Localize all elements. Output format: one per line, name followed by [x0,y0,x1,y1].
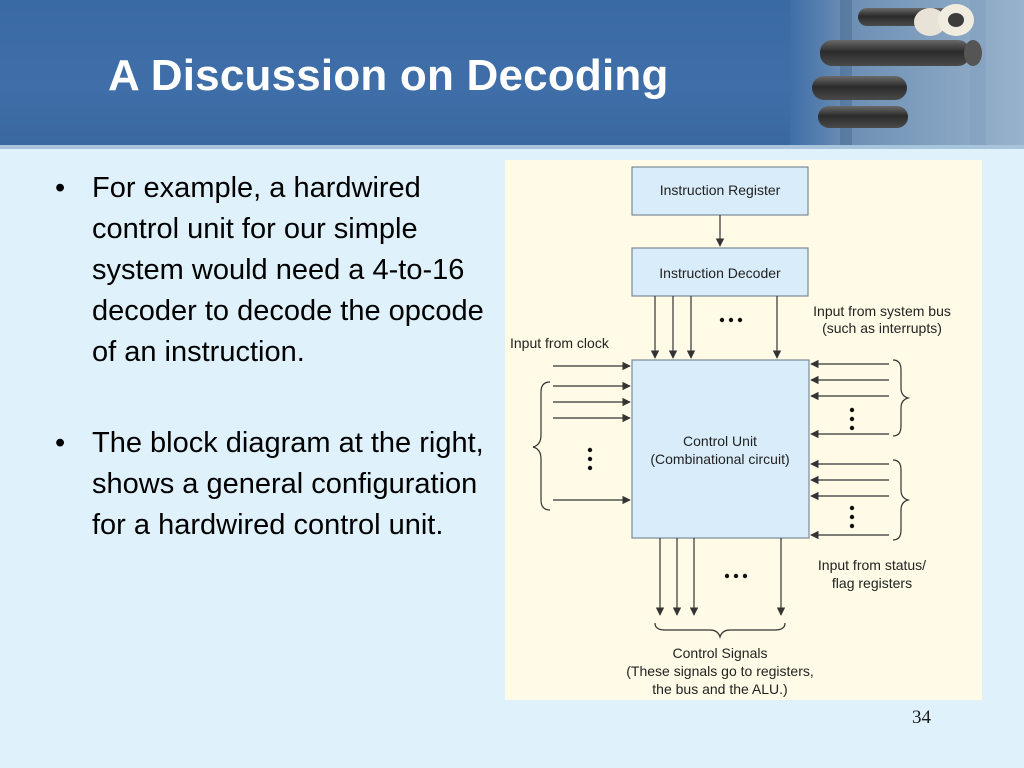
control-signals-sublabel: (These signals go to registers, [626,663,814,679]
control-signals-brace [654,622,786,640]
control-signals-sublabel: the bus and the ALU.) [652,681,787,697]
bullet-item: • The block diagram at the right, shows a… [55,423,485,546]
instruction-register-box [631,166,809,216]
system-bus-brace [892,359,911,437]
control-unit-box [631,359,810,539]
ellipsis-dots [719,317,743,323]
status-input-brace [892,459,911,541]
page-number: 34 [912,707,931,728]
bullet-text: For example, a hardwired control unit fo… [92,172,484,368]
instruction-register-label: Instruction Register [660,182,781,198]
diagram-canvas: Instruction Register Instruction Decoder… [510,166,951,697]
header-divider [0,145,1024,149]
bullet-item: • For example, a hardwired control unit f… [55,168,485,373]
bullet-marker: • [55,427,66,459]
control-unit-diagram: Instruction Register Instruction Decoder… [505,160,982,700]
slide-title: A Discussion on Decoding [108,51,669,100]
control-signals-label: Control Signals [673,645,768,661]
system-bus-input-label: Input from system bus [813,303,951,319]
clock-input-label: Input from clock [510,335,610,351]
bullet-list: • For example, a hardwired control unit f… [55,168,485,596]
system-bus-input-sublabel: (such as interrupts) [822,320,942,336]
left-input-brace [532,381,551,511]
control-unit-sublabel: (Combinational circuit) [650,451,789,467]
ellipsis-dots [849,505,855,529]
bullet-marker: • [55,172,66,204]
instruction-decoder-label: Instruction Decoder [659,265,781,281]
status-input-sublabel: flag registers [832,575,912,591]
bullet-text: The block diagram at the right, shows a … [92,427,484,541]
instruction-decoder-box [631,247,809,297]
status-input-label: Input from status/ [818,557,926,573]
header-photo [790,0,1024,145]
control-unit-label: Control Unit [683,433,757,449]
ellipsis-dots [724,573,748,579]
ellipsis-dots [587,447,593,471]
ellipsis-dots [849,407,855,431]
